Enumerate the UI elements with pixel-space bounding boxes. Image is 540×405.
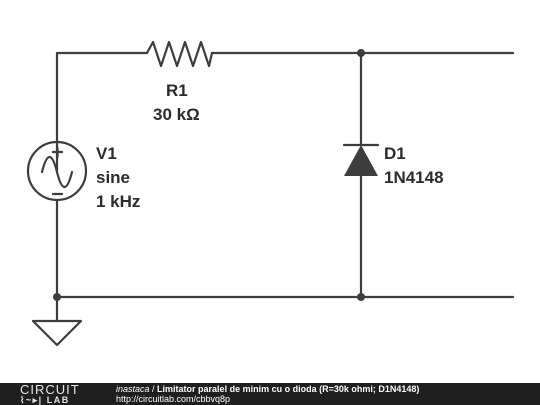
- title-separator: /: [149, 384, 158, 394]
- source-frequency: 1 kHz: [96, 192, 140, 211]
- diode-d1[interactable]: [342, 51, 380, 299]
- diode-part: 1N4148: [384, 168, 444, 187]
- source-designator: V1: [96, 144, 117, 163]
- author-link[interactable]: inastaca: [116, 384, 150, 394]
- junction-top: [357, 49, 365, 57]
- circuit-title-line: inastaca / Limitator paralel de minim cu…: [116, 384, 419, 394]
- junction-bottom-left: [53, 293, 61, 301]
- circuitlab-logo[interactable]: CIRCUIT ⌇~▸| LAB: [20, 383, 100, 405]
- circuit-title[interactable]: Limitator paralel de minim cu o dioda (R…: [157, 384, 420, 394]
- resistor-value: 30 kΩ: [153, 105, 200, 124]
- diode-designator: D1: [384, 144, 406, 163]
- top-wire: [55, 51, 515, 173]
- footer-bar: CIRCUIT ⌇~▸| LAB inastaca / Limitator pa…: [0, 383, 540, 405]
- resistor-r1[interactable]: [145, 40, 214, 68]
- voltage-source-v1[interactable]: [26, 140, 88, 202]
- logo-lab-text: LAB: [46, 395, 70, 405]
- circuit-url[interactable]: http://circuitlab.com/cbbvq8p: [116, 394, 231, 404]
- resistor-designator: R1: [166, 81, 188, 100]
- junction-bottom-right: [357, 293, 365, 301]
- circuit-schematic: R1 30 kΩ V1 sine 1 kHz D1 1N4148: [26, 40, 515, 347]
- logo-text-top: CIRCUIT: [20, 382, 80, 397]
- ground-symbol: [31, 319, 83, 347]
- logo-resistor-icon: ⌇~▸|: [20, 395, 43, 405]
- source-type: sine: [96, 168, 130, 187]
- logo-text-bottom: ⌇~▸| LAB: [20, 395, 70, 405]
